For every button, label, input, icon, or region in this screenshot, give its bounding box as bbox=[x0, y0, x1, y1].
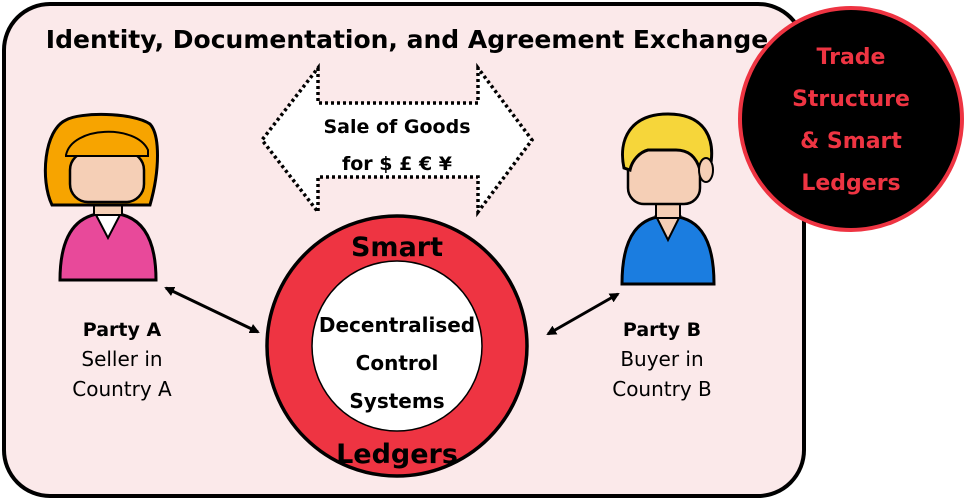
diagram-title: Identity, Documentation, and Agreement E… bbox=[46, 25, 768, 54]
connector-arrow-party-b bbox=[546, 292, 620, 336]
ring-label-bottom: Ledgers bbox=[336, 439, 458, 470]
core-line-2: Control bbox=[356, 351, 439, 375]
badge-line-2: Structure bbox=[792, 87, 910, 112]
core-line-3: Systems bbox=[349, 389, 444, 413]
party-a-name: Party A bbox=[83, 319, 162, 341]
ring-label-top: Smart bbox=[351, 232, 443, 263]
party-b-figure bbox=[620, 112, 716, 286]
smart-ledger-ring: Smart Ledgers Decentralised Control Syst… bbox=[265, 214, 529, 478]
exchange-label-line-2: for $ £ € ¥ bbox=[342, 153, 452, 175]
party-b-country: Country B bbox=[612, 377, 712, 401]
exchange-arrow: Sale of Goods for $ £ € ¥ bbox=[259, 62, 535, 218]
party-a-role: Seller in bbox=[81, 347, 162, 371]
badge-line-4: Ledgers bbox=[801, 171, 900, 196]
connector-arrow-party-a bbox=[164, 286, 260, 334]
party-b-role: Buyer in bbox=[620, 347, 703, 371]
trade-structure-badge: Trade Structure & Smart Ledgers bbox=[738, 6, 964, 232]
core-line-1: Decentralised bbox=[319, 313, 475, 337]
party-a-country: Country A bbox=[72, 377, 172, 401]
party-b-name: Party B bbox=[623, 319, 701, 341]
badge-line-3: & Smart bbox=[800, 129, 902, 154]
badge-line-1: Trade bbox=[817, 45, 886, 70]
exchange-label-line-1: Sale of Goods bbox=[323, 116, 470, 138]
party-a-figure bbox=[43, 112, 159, 282]
